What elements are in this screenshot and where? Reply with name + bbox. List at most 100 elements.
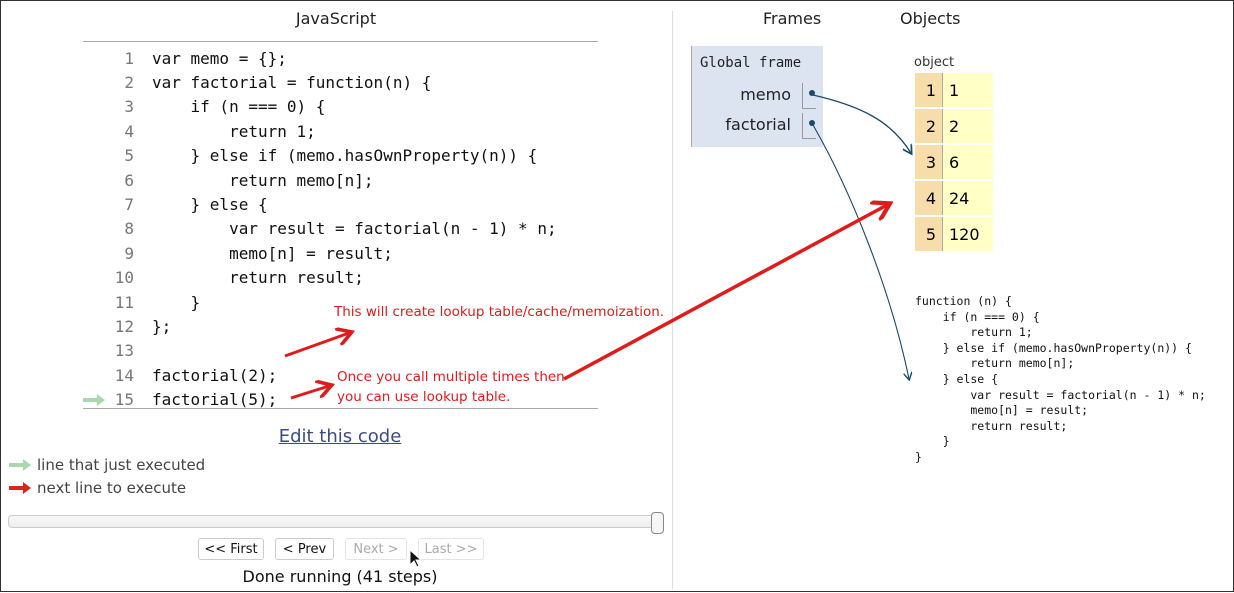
line-number-text: 7 bbox=[124, 195, 134, 215]
code-line: 5 } else if (memo.hasOwnProperty(n)) { bbox=[83, 144, 598, 168]
step-slider[interactable] bbox=[8, 515, 658, 528]
prev-button[interactable]: < Prev bbox=[275, 538, 334, 560]
factorial-pointer bbox=[802, 113, 816, 139]
green-arrow-icon bbox=[9, 459, 31, 471]
line-number: 6 bbox=[83, 171, 152, 190]
object-value: 6 bbox=[943, 145, 993, 179]
object-key: 4 bbox=[915, 181, 943, 215]
line-number-text: 10 bbox=[114, 268, 134, 288]
code-line: 15 factorial(5); bbox=[83, 387, 598, 411]
code-line: 10 return result; bbox=[83, 266, 598, 290]
code-text: memo[n] = result; bbox=[152, 243, 393, 263]
object-label: object bbox=[914, 55, 955, 70]
panel-divider bbox=[672, 11, 673, 589]
annotation-lookup-line2: you can use lookup table. bbox=[337, 389, 511, 405]
code-text: return memo[n]; bbox=[152, 170, 374, 190]
code-text: return result; bbox=[152, 268, 364, 288]
line-number-text: 9 bbox=[124, 243, 134, 263]
code-line: 11 } bbox=[83, 290, 598, 314]
line-number-text: 11 bbox=[114, 292, 134, 312]
object-value: 120 bbox=[943, 217, 993, 251]
annotation-memoization: This will create lookup table/cache/memo… bbox=[334, 304, 665, 320]
var-factorial: factorial bbox=[725, 115, 791, 134]
line-number-text: 2 bbox=[124, 73, 134, 93]
line-number-text: 14 bbox=[114, 365, 134, 385]
line-number: 9 bbox=[83, 244, 152, 263]
line-number-text: 15 bbox=[114, 390, 134, 410]
line-number: 4 bbox=[83, 122, 152, 141]
function-object: function (n) { if (n === 0) { return 1; … bbox=[915, 294, 1206, 464]
annotation-lookup-line1: Once you call multiple times then bbox=[337, 369, 565, 385]
line-number: 7 bbox=[83, 195, 152, 214]
code-line: 3 if (n === 0) { bbox=[83, 95, 598, 119]
code-top-divider bbox=[83, 41, 598, 42]
code-text: } else { bbox=[152, 195, 268, 215]
code-bottom-divider bbox=[83, 408, 598, 409]
code-line: 7 } else { bbox=[83, 192, 598, 216]
code-line: 13 bbox=[83, 339, 598, 363]
line-number: 3 bbox=[83, 97, 152, 116]
line-number: 15 bbox=[83, 390, 152, 409]
legend-next: next line to execute bbox=[9, 479, 186, 497]
line-number-text: 3 bbox=[124, 97, 134, 117]
factorial-pointer-arrow bbox=[812, 124, 909, 379]
object-key: 5 bbox=[915, 217, 943, 251]
red-arrow-icon bbox=[9, 482, 31, 494]
object-key: 3 bbox=[915, 145, 943, 179]
memo-pointer-arrow bbox=[812, 94, 911, 153]
object-key: 1 bbox=[915, 73, 943, 107]
edit-code-link[interactable]: Edit this code bbox=[278, 426, 402, 447]
code-text: } bbox=[152, 292, 201, 312]
next-button[interactable]: Next > bbox=[345, 538, 407, 560]
first-button[interactable]: << First bbox=[198, 538, 264, 560]
executed-line-arrow-icon bbox=[83, 394, 105, 407]
legend-next-label: next line to execute bbox=[37, 479, 187, 497]
object-value: 24 bbox=[943, 181, 993, 215]
code-panel-title: JavaScript bbox=[295, 9, 377, 28]
code-text: }; bbox=[152, 316, 172, 336]
code-line: 9 memo[n] = result; bbox=[83, 241, 598, 265]
code-text: return 1; bbox=[152, 121, 316, 141]
step-slider-thumb[interactable] bbox=[651, 512, 664, 534]
line-number: 8 bbox=[83, 219, 152, 238]
annotation-arrow-3 bbox=[563, 205, 887, 381]
object-value: 1 bbox=[943, 73, 993, 107]
code-text: factorial(5); bbox=[152, 390, 278, 410]
var-memo: memo bbox=[740, 85, 791, 104]
frames-header: Frames bbox=[763, 9, 822, 28]
status-text: Done running (41 steps) bbox=[242, 567, 438, 586]
line-number: 2 bbox=[83, 73, 152, 92]
last-button[interactable]: Last >> bbox=[418, 538, 484, 560]
line-number-text: 13 bbox=[114, 341, 134, 361]
object-key: 2 bbox=[915, 109, 943, 143]
line-number-text: 4 bbox=[124, 121, 134, 141]
global-frame-title: Global frame bbox=[700, 55, 802, 71]
code-line: 2 var factorial = function(n) { bbox=[83, 70, 598, 94]
line-number: 12 bbox=[83, 317, 152, 336]
line-number: 13 bbox=[83, 341, 152, 360]
code-line: 12}; bbox=[83, 314, 598, 338]
line-number-text: 5 bbox=[124, 146, 134, 166]
legend-executed-label: line that just executed bbox=[37, 456, 206, 474]
line-number-text: 8 bbox=[124, 219, 134, 239]
line-number: 14 bbox=[83, 366, 152, 385]
object-value: 2 bbox=[943, 109, 993, 143]
code-text: } else if (memo.hasOwnProperty(n)) { bbox=[152, 146, 538, 166]
global-frame: Global frame memo factorial bbox=[691, 46, 823, 147]
mouse-cursor-icon bbox=[409, 549, 423, 568]
line-number-text: 12 bbox=[114, 316, 134, 336]
code-line: 4 return 1; bbox=[83, 119, 598, 143]
objects-header: Objects bbox=[900, 9, 961, 28]
legend-executed: line that just executed bbox=[9, 456, 205, 474]
line-number: 5 bbox=[83, 146, 152, 165]
line-number: 10 bbox=[83, 268, 152, 287]
code-text: var factorial = function(n) { bbox=[152, 73, 432, 93]
